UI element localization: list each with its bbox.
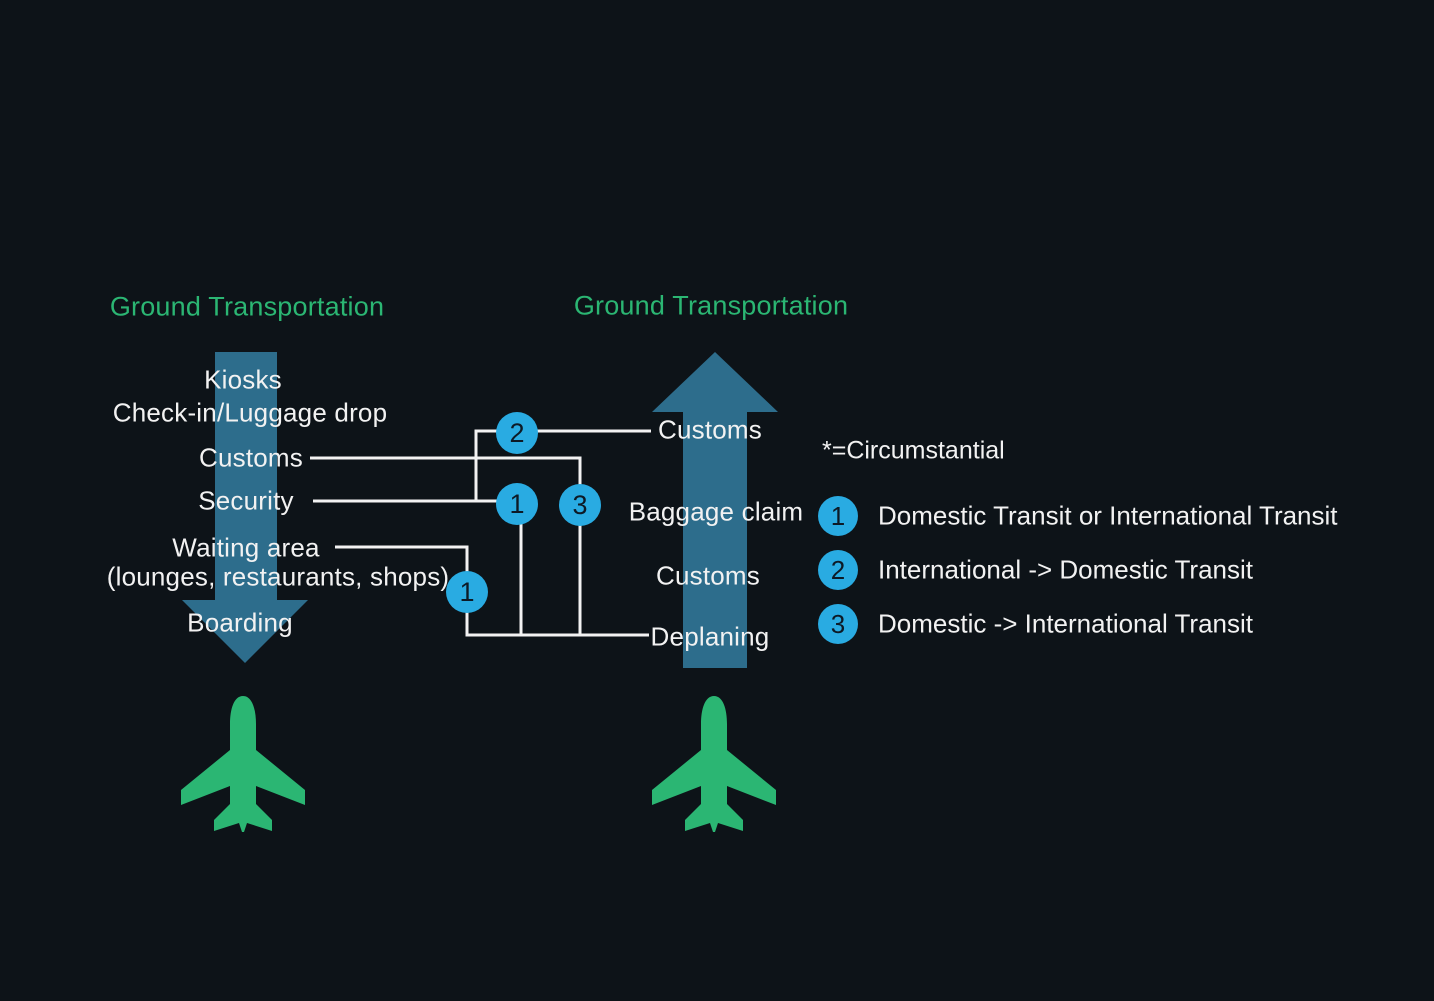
arrival-stop-baggage-claim: Baggage claim <box>628 496 804 527</box>
circumstantial-note: *=Circumstantial <box>822 436 1005 465</box>
legend-label-2: International -> Domestic Transit <box>878 554 1253 585</box>
departure-stop-waiting-area-detail: (lounges, restaurants, shops) <box>106 561 450 592</box>
route-marker-3: 3 <box>559 484 601 526</box>
legend-marker-1: 1 <box>818 496 858 536</box>
route-marker-1b: 1 <box>446 571 488 613</box>
route-marker-2: 2 <box>496 412 538 454</box>
legend-label-3: Domestic -> International Transit <box>878 608 1253 639</box>
departure-stop-customs: Customs <box>199 442 303 473</box>
arrival-stop-customs-top: Customs <box>658 414 762 445</box>
departures-title: Ground Transportation <box>109 291 385 322</box>
arrival-stop-deplaning: Deplaning <box>650 621 770 652</box>
departure-stop-kiosks: Kiosks <box>204 364 282 395</box>
up-arrow-icon <box>652 352 778 668</box>
airplane-icon <box>652 696 776 832</box>
departure-stop-security: Security <box>198 485 294 516</box>
departure-stop-checkin: Check-in/Luggage drop <box>112 397 388 428</box>
down-arrow-icon <box>182 352 308 663</box>
departure-stop-boarding: Boarding <box>187 607 293 638</box>
departure-stop-waiting-area: Waiting area <box>172 532 320 563</box>
legend-marker-3: 3 <box>818 604 858 644</box>
arrivals-title: Ground Transportation <box>573 290 849 321</box>
legend-marker-2: 2 <box>818 550 858 590</box>
airplane-icon <box>181 696 305 832</box>
legend-label-1: Domestic Transit or International Transi… <box>878 500 1338 531</box>
arrival-stop-customs-lower: Customs <box>656 560 760 591</box>
route-marker-1: 1 <box>496 483 538 525</box>
